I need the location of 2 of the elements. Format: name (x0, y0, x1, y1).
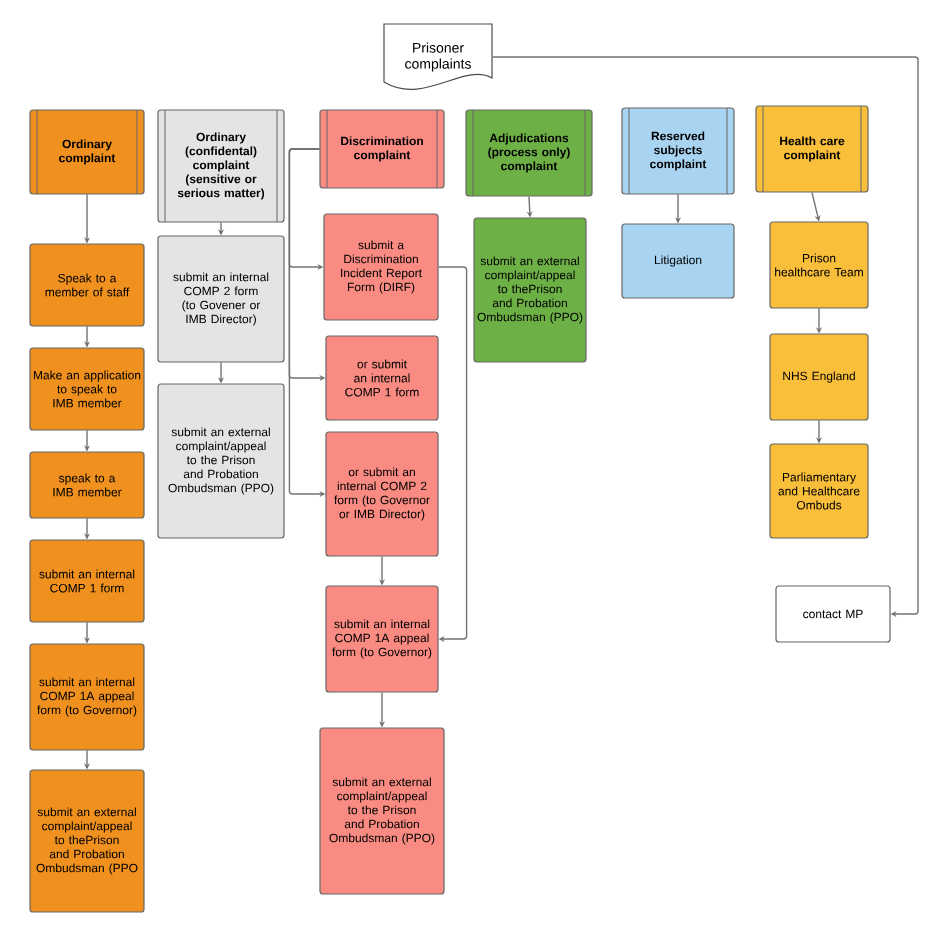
arrow (491, 56, 919, 618)
arrow (437, 266, 468, 643)
